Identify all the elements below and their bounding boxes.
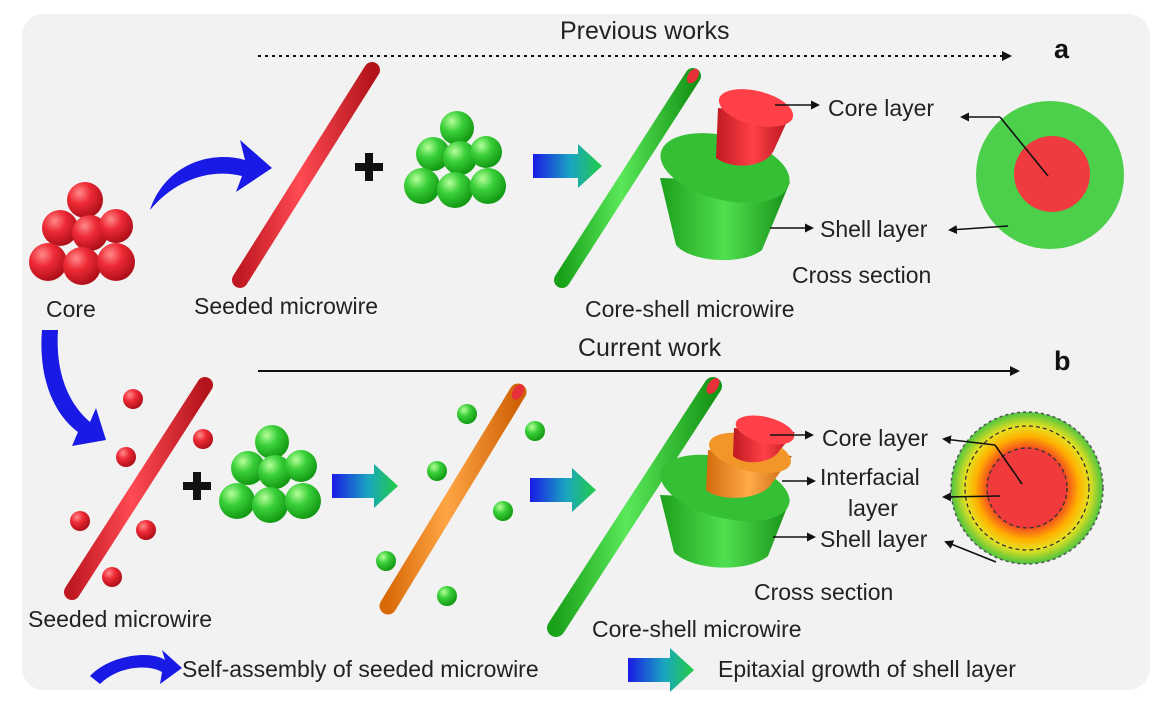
core-shell-microwire-label-top: Core-shell microwire: [585, 296, 795, 322]
core-center-line: [994, 444, 1023, 485]
green-shell-cluster-icon: [219, 425, 321, 523]
interfacial-microwire-orange-rod: [379, 383, 527, 615]
curved-arrow-icon: [90, 650, 182, 684]
core-layer-label-bottom: Core layer: [822, 425, 929, 451]
plus-icon: [355, 153, 383, 181]
red-seed-particles: [70, 389, 213, 587]
shell-layer-label-bottom: Shell layer: [820, 526, 928, 552]
cross-section-circle-b: [950, 411, 1104, 565]
curved-arrow-icon: [150, 140, 272, 210]
seeded-microwire-red-rod: [232, 62, 380, 288]
seeded-microwire-red-rod: [64, 377, 213, 600]
core-shell-microwire-green-rod: [554, 68, 701, 288]
red-core-cluster-icon: [29, 182, 135, 285]
shell-layer-pointer-right: [948, 225, 1009, 235]
curved-arrow-icon: [41, 330, 107, 446]
panel-letter-a: a: [1054, 34, 1070, 64]
core-shell-microwire-label-bottom: Core-shell microwire: [592, 616, 802, 642]
interfacial-layer-pointer-right: [942, 492, 1001, 502]
legend-self-assembly-label: Self-assembly of seeded microwire: [182, 656, 539, 682]
previous-works-title: Previous works: [560, 17, 730, 45]
seeded-microwire-label-top: Seeded microwire: [194, 293, 379, 319]
legend-epitaxial-label: Epitaxial growth of shell layer: [718, 656, 1016, 682]
current-work-title: Current work: [578, 334, 722, 362]
gradient-arrow-icon: [533, 144, 602, 188]
panel-letter-b: b: [1054, 346, 1071, 376]
cross-section-circle-a: [976, 101, 1124, 249]
core-center-line: [999, 116, 1049, 177]
core-shell-microwire-green-rod: [547, 377, 722, 637]
gradient-arrow-icon: [530, 468, 596, 512]
cross-section-label-bottom: Cross section: [754, 579, 894, 605]
interfacial-label-line2: layer: [848, 495, 898, 521]
core-interfacial-shell-cylinder: [660, 415, 795, 568]
cross-section-label-top: Cross section: [792, 262, 932, 288]
core-layer-label-top: Core layer: [828, 95, 935, 121]
plus-icon: [183, 472, 211, 500]
seeded-microwire-label-bottom: Seeded microwire: [28, 606, 213, 632]
core-shell-cylinder: [660, 89, 794, 261]
shell-layer-pointer-right: [944, 540, 997, 563]
interfacial-label-line1: Interfacial: [820, 464, 920, 490]
core-layer-pointer-right: [942, 435, 996, 446]
shell-layer-label-top: Shell layer: [820, 216, 928, 242]
green-shell-cluster-icon: [404, 111, 506, 208]
gradient-arrow-icon: [332, 464, 398, 508]
core-label: Core: [46, 296, 96, 322]
gradient-arrow-icon: [628, 648, 694, 692]
green-shell-particles: [376, 404, 545, 606]
